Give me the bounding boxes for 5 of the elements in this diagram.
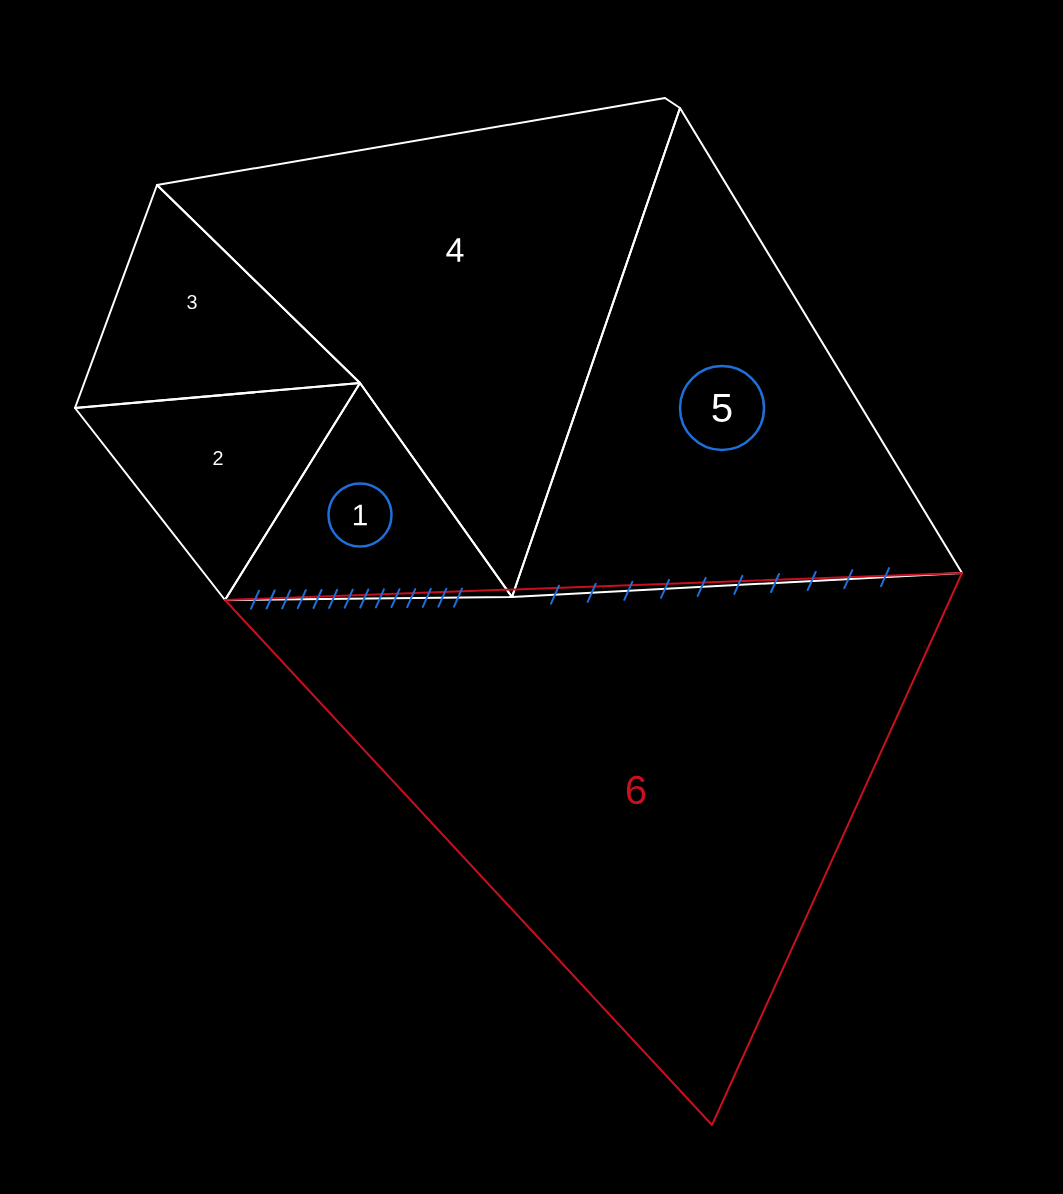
triangle: 6 — [224, 572, 963, 1126]
triangle — [511, 107, 963, 598]
triangle: 3 — [74, 184, 361, 409]
circled-number: 5 — [678, 364, 766, 452]
circled-number: 1 — [327, 482, 393, 548]
